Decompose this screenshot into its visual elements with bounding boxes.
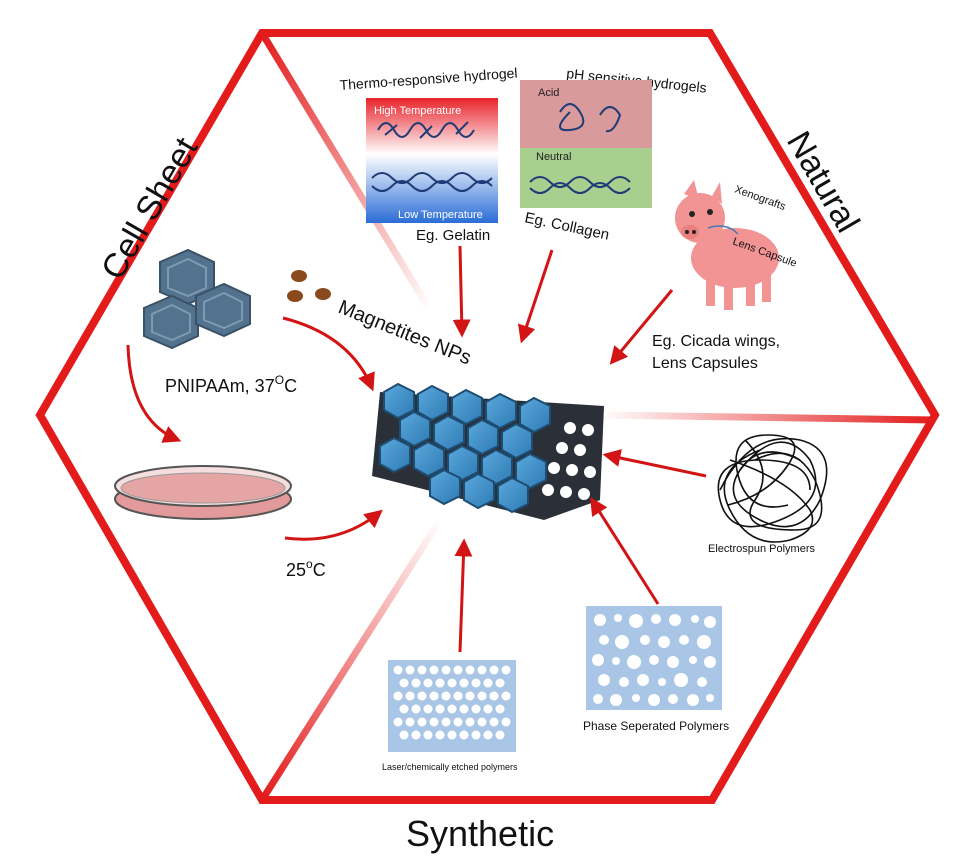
phase-separated-polymer-panel — [586, 606, 722, 710]
collagen-example: Eg. Collagen — [523, 209, 611, 243]
acid-label: Acid — [538, 87, 559, 99]
xenografts-label: Xenografts — [733, 184, 788, 214]
high-temperature-label: High Temperature — [374, 105, 461, 117]
electrospun-fiber-mesh — [717, 434, 828, 543]
arrow-ph-to-scaffold — [518, 249, 554, 344]
thermo-hydrogel-title: Thermo-responsive hydrogel — [339, 65, 518, 93]
cicada-example-line1: Eg. Cicada wings, — [652, 333, 780, 350]
divider-bottom-left — [259, 518, 443, 802]
hexagon-frame — [35, 29, 940, 804]
pnipaam-label: PNIPAAm, 37OC — [165, 373, 297, 396]
central-scaffold — [372, 382, 604, 520]
phase-separated-label: Phase Seperated Polymers — [583, 719, 729, 733]
arrow-phase-to-scaffold — [590, 496, 660, 605]
divider-right — [599, 411, 936, 424]
divider-top-left — [259, 31, 433, 312]
arrow-thermo-to-scaffold — [452, 245, 471, 338]
porous-sheet-edge — [542, 422, 596, 500]
arrow-laser-to-scaffold — [454, 538, 473, 653]
pig-icon — [675, 180, 779, 310]
laser-etched-polymer-panel — [388, 660, 516, 752]
electrospun-label: Electrospun Polymers — [708, 543, 815, 555]
arrow-cluster-to-dish — [126, 344, 182, 443]
low-temperature-hydrogel-label: Low Temperature — [398, 209, 483, 221]
arrow-pig-to-scaffold — [609, 289, 674, 365]
arrow-dish-to-scaffold — [284, 509, 383, 541]
magnetite-nanoparticles — [287, 270, 331, 302]
thermo-hydrogel-panel: High Temperature Low Temperature — [366, 98, 498, 223]
culture-dish — [114, 465, 292, 520]
neutral-label: Neutral — [536, 151, 571, 163]
arrow-nanoparticles-to-scaffold — [282, 316, 375, 392]
gelatin-example: Eg. Gelatin — [416, 227, 490, 244]
laser-etched-label: Laser/chemically etched polymers — [382, 762, 518, 772]
cicada-example-line2: Lens Capsules — [652, 355, 758, 372]
arrow-electrospun-to-scaffold — [602, 449, 707, 478]
hexagon-cell-layer — [379, 382, 551, 514]
section-label-synthetic: Synthetic — [406, 813, 554, 854]
lens-capsule-pointer — [707, 225, 739, 235]
pnipaam-hexagon-cluster — [143, 248, 251, 350]
ph-hydrogel-panel: Acid Neutral — [520, 80, 652, 208]
magnetites-label: Magnetites NPs — [335, 296, 474, 369]
low-temperature-label: 25oC — [286, 557, 326, 580]
